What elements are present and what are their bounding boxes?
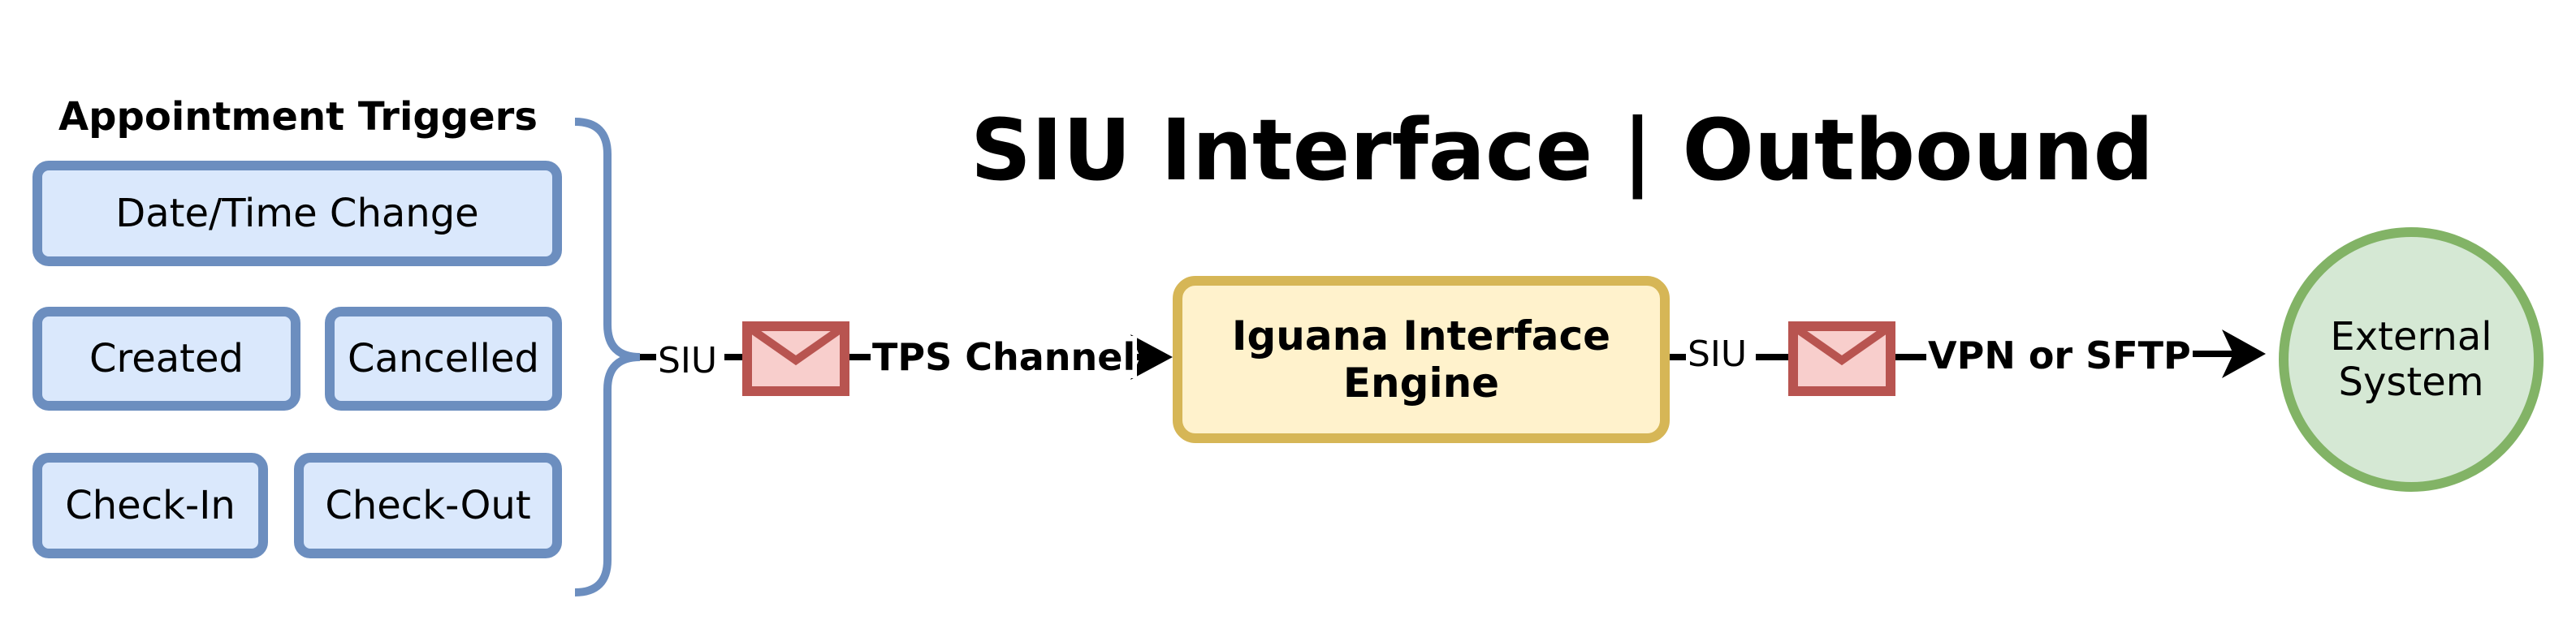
trigger-brace (574, 118, 641, 596)
vpn-sftp-label: VPN or SFTP (1926, 334, 2193, 377)
page-title: SIU Interface | Outbound (970, 101, 2155, 200)
tps-channel-label: TPS Channel (871, 335, 1138, 379)
trigger-check-out: Check-Out (294, 453, 562, 558)
engine-label-line2: Engine (1342, 360, 1500, 407)
trigger-label: Created (89, 336, 244, 381)
trigger-label: Cancelled (348, 336, 539, 381)
trigger-cancelled: Cancelled (325, 307, 562, 411)
external-system-node: External System (2279, 227, 2544, 492)
trigger-check-in: Check-In (32, 453, 268, 558)
siu-label-right: SIU (1686, 334, 1749, 375)
trigger-label: Check-Out (325, 483, 531, 528)
trigger-label: Check-In (65, 483, 236, 528)
external-label-line1: External (2330, 314, 2492, 360)
siu-label-left: SIU (656, 340, 720, 381)
triggers-heading: Appointment Triggers (58, 94, 538, 140)
arrow-head-engine (1130, 334, 1173, 380)
trigger-label: Date/Time Change (115, 191, 479, 236)
iguana-engine-node: Iguana Interface Engine (1173, 276, 1670, 443)
trigger-date-time-change: Date/Time Change (32, 161, 562, 266)
arrow-head-external (2222, 329, 2266, 378)
trigger-created: Created (32, 307, 300, 411)
engine-label-line1: Iguana Interface (1231, 312, 1611, 360)
envelope-icon (742, 321, 849, 396)
envelope-icon (1788, 321, 1895, 396)
external-label-line2: System (2338, 360, 2484, 405)
